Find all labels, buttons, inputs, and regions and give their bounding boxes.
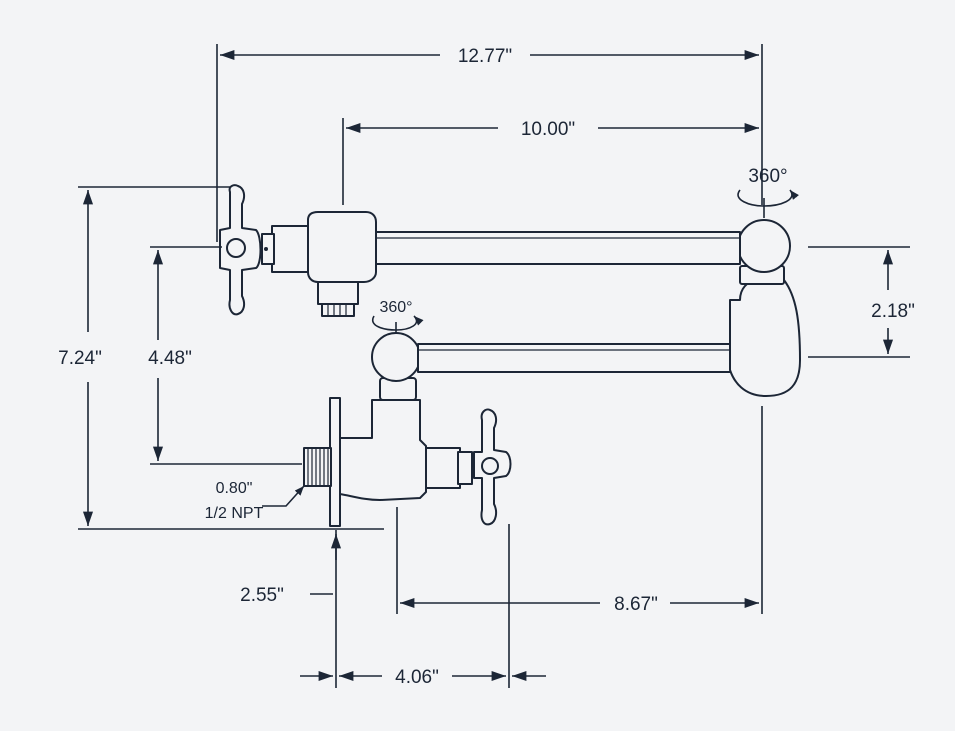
dim-handle-span: 4.06"	[395, 667, 439, 688]
dim-arm-spacing: 2.18"	[871, 301, 915, 322]
lower-stem-collar	[457, 451, 473, 485]
upper-swivel-ball	[737, 219, 791, 273]
lower-valve-stem	[425, 447, 461, 489]
valve-body	[339, 399, 427, 501]
dim-thread-length: 0.80"	[216, 480, 253, 497]
dim-wall-offset: 2.55"	[240, 585, 284, 606]
upper-valve-body	[307, 211, 377, 283]
lower-arm	[417, 343, 741, 373]
faucet-outline	[219, 184, 801, 527]
lower-cross-handle	[473, 408, 512, 526]
elbow-joint	[729, 279, 801, 397]
threaded-inlet	[303, 447, 332, 487]
upper-valve-stem	[271, 225, 309, 273]
dim-arm-length: 10.00"	[521, 119, 575, 140]
dim-reach: 8.67"	[614, 594, 658, 615]
dim-overall-length: 12.77"	[458, 46, 512, 67]
dim-overall-height: 7.24"	[58, 348, 102, 369]
spout-outlet	[317, 281, 359, 305]
rotation-label-mid: 360°	[379, 299, 412, 316]
lower-swivel-ball	[371, 332, 421, 382]
upper-cross-handle	[219, 184, 262, 316]
upper-arm	[375, 231, 741, 265]
dimension-lines	[78, 44, 910, 688]
rotation-label-top: 360°	[748, 166, 787, 187]
thread-spec: 1/2 NPT	[205, 505, 264, 522]
spout-aerator	[321, 303, 355, 317]
dim-handle-height: 4.48"	[148, 348, 192, 369]
